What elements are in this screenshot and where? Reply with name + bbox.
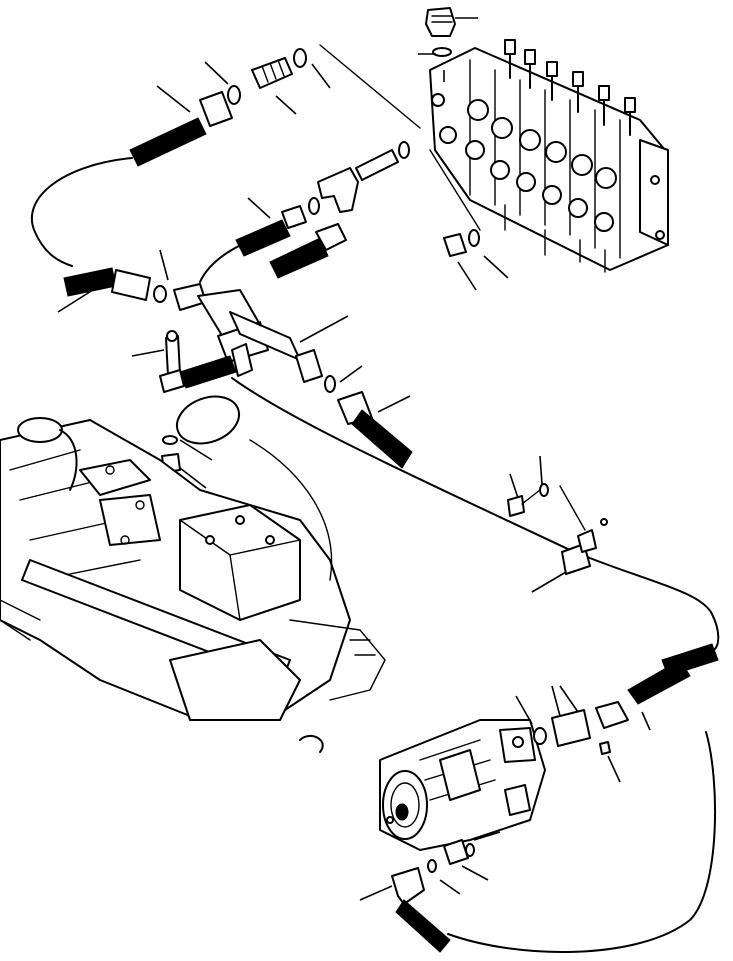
short-center-hose <box>199 231 281 283</box>
pump-outlet-fittings <box>359 831 501 953</box>
frame-rail <box>249 439 333 581</box>
upper-left-fittings <box>129 48 331 167</box>
manifold-outlet-hose <box>337 391 413 469</box>
transmission-housing <box>0 417 386 753</box>
upper-loop-hose <box>30 157 133 267</box>
valve-leader-2 <box>429 149 481 231</box>
manifold-block <box>197 289 363 393</box>
valve-plug <box>443 229 509 291</box>
valve-port-circles <box>431 93 617 232</box>
mid-right-clip <box>507 455 608 593</box>
center-tee-fittings <box>235 141 410 279</box>
relief-valve-cap <box>418 7 478 82</box>
hydraulic-pump <box>379 719 546 851</box>
mid-left-hose-fittings <box>57 249 207 313</box>
pump-inlet-fittings <box>515 643 719 783</box>
valve-leader-1 <box>319 44 421 129</box>
pump-return-hose <box>447 731 717 953</box>
valve-spool-levers <box>504 39 636 136</box>
control-valve-assembly <box>429 39 669 273</box>
